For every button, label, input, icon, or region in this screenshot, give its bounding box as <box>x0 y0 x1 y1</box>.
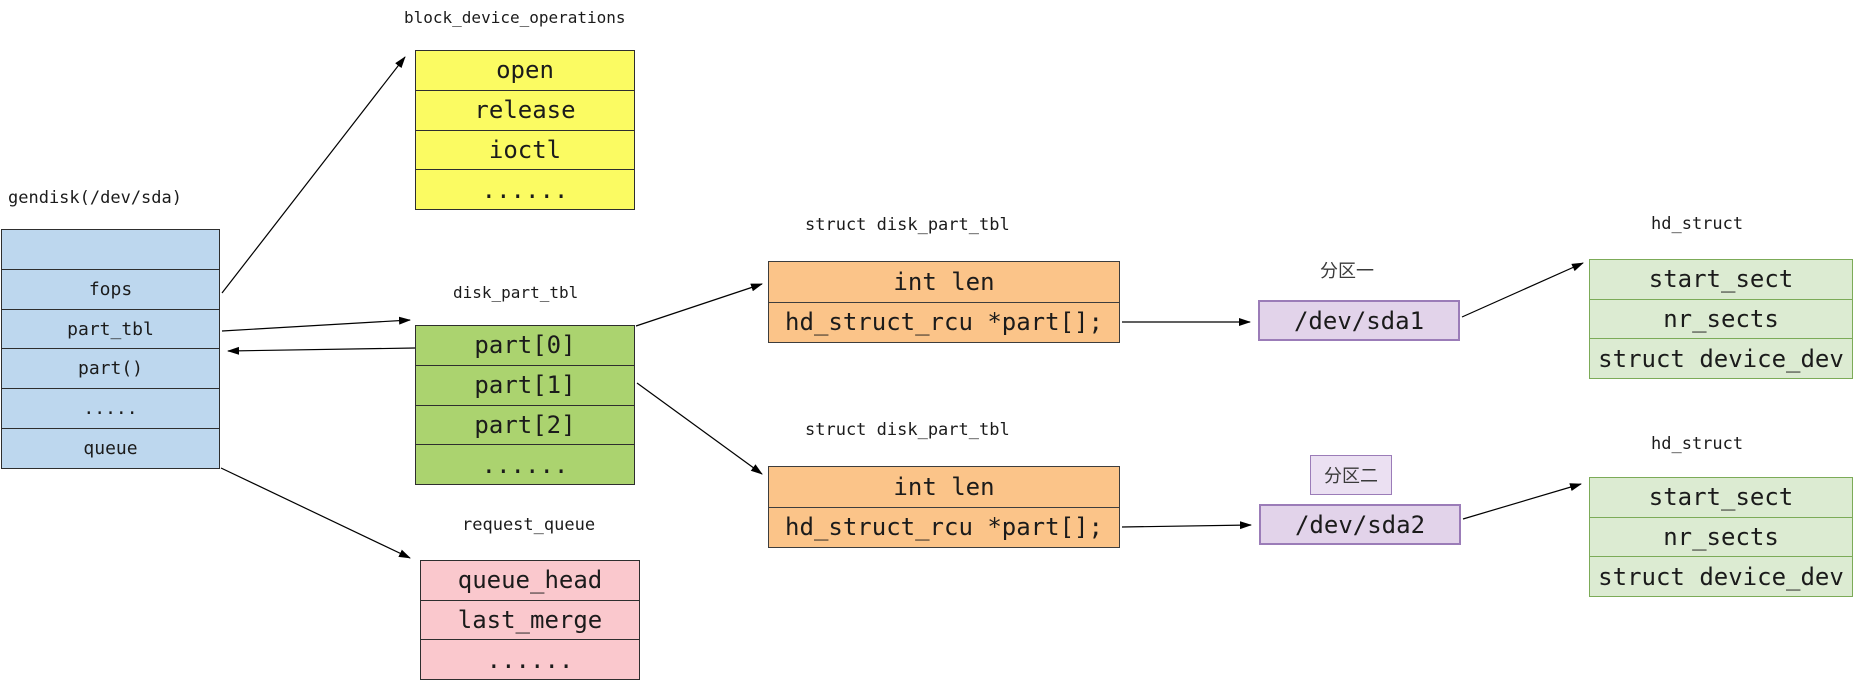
hd-struct-1-title: hd_struct <box>1651 214 1744 234</box>
arrow-disk-part-tbl-back-to-gendisk <box>227 346 416 355</box>
gendisk-row-queue: queue <box>2 428 219 468</box>
disk-part-tbl-title: disk_part_tbl <box>453 283 579 302</box>
partition1-label: 分区一 <box>1320 261 1374 282</box>
gendisk-struct-table: fops part_tbl part() ..... queue <box>1 229 220 469</box>
struct-disk-part-tbl-2-row-len: int len <box>893 472 995 501</box>
request-queue-row-ellipsis: ...... <box>421 639 639 679</box>
hd-struct-2-row-start-sect: start_sect <box>1648 483 1794 512</box>
struct-disk-part-tbl-1-row-len: int len <box>893 267 995 296</box>
hd-struct-1-row-nr-sects: nr_sects <box>1590 298 1852 339</box>
hd-struct-2-table: start_sect nr_sects struct device_dev <box>1589 477 1853 597</box>
arrow-dev-sda1-to-hd-struct-1 <box>1461 262 1584 318</box>
request-queue-table: queue_head last_merge ...... <box>420 560 640 680</box>
block-device-operations-title: block_device_operations <box>404 8 626 27</box>
gendisk-row-fops: fops <box>2 268 219 309</box>
hd-struct-1-table: start_sect nr_sects struct device_dev <box>1589 259 1853 379</box>
hd-struct-1-row-start-sect: start_sect <box>1648 265 1794 294</box>
gendisk-row-part-tbl: part_tbl <box>2 308 219 349</box>
disk-part-tbl-row-part1: part[1] <box>416 364 634 405</box>
disk-part-tbl-row-ellipsis: ...... <box>416 444 634 484</box>
request-queue-row-last-merge: last_merge <box>421 599 639 640</box>
dev-sda1-text: /dev/sda1 <box>1293 306 1425 335</box>
block-device-operations-table: open release ioctl ...... <box>415 50 635 210</box>
arrow-part1-to-struct-disk-part-tbl-2 <box>636 382 763 475</box>
arrow-part0-to-struct-disk-part-tbl-1 <box>635 283 763 327</box>
bdops-row-ioctl: ioctl <box>416 129 634 170</box>
bdops-row-open: open <box>496 56 554 85</box>
dev-sda2-node: /dev/sda2 <box>1259 504 1461 545</box>
hd-struct-2-title: hd_struct <box>1651 434 1744 454</box>
disk-part-tbl-table: part[0] part[1] part[2] ...... <box>415 325 635 485</box>
disk-part-tbl-row-part2: part[2] <box>416 404 634 445</box>
arrow-part-tbl-to-disk-part-tbl <box>221 316 411 332</box>
hd-struct-1-row-device-dev: struct device_dev <box>1590 338 1852 378</box>
dev-sda1-node: /dev/sda1 <box>1258 300 1460 341</box>
struct-disk-part-tbl-1-title: struct disk_part_tbl <box>805 215 1010 235</box>
arrow-queue-to-request-queue <box>220 467 411 559</box>
bdops-row-ellipsis: ...... <box>416 169 634 209</box>
gendisk-row-ellipsis: ..... <box>2 388 219 428</box>
arrow-part-array-to-dev-sda2 <box>1121 521 1252 530</box>
request-queue-title: request_queue <box>462 515 596 535</box>
dev-sda2-text: /dev/sda2 <box>1294 510 1426 539</box>
struct-disk-part-tbl-1-row-part: hd_struct_rcu *part[]; <box>769 301 1119 343</box>
partition2-label-box: 分区二 <box>1310 455 1392 495</box>
disk-part-tbl-row-part0: part[0] <box>474 331 576 360</box>
gendisk-title: gendisk(/dev/sda) <box>8 188 182 208</box>
struct-disk-part-tbl-1-table: int len hd_struct_rcu *part[]; <box>768 261 1120 343</box>
bdops-row-release: release <box>416 89 634 130</box>
arrow-fops-to-block-device-operations <box>221 56 406 294</box>
request-queue-row-queue-head: queue_head <box>457 566 603 595</box>
hd-struct-2-row-device-dev: struct device_dev <box>1590 556 1852 596</box>
struct-disk-part-tbl-2-title: struct disk_part_tbl <box>805 420 1010 440</box>
gendisk-row-empty <box>2 230 219 269</box>
gendisk-row-part-fn: part() <box>2 348 219 388</box>
partition2-label: 分区二 <box>1324 466 1378 487</box>
hd-struct-2-row-nr-sects: nr_sects <box>1590 516 1852 557</box>
struct-disk-part-tbl-2-row-part: hd_struct_rcu *part[]; <box>769 506 1119 548</box>
arrow-dev-sda2-to-hd-struct-2 <box>1462 483 1582 520</box>
struct-disk-part-tbl-2-table: int len hd_struct_rcu *part[]; <box>768 466 1120 548</box>
